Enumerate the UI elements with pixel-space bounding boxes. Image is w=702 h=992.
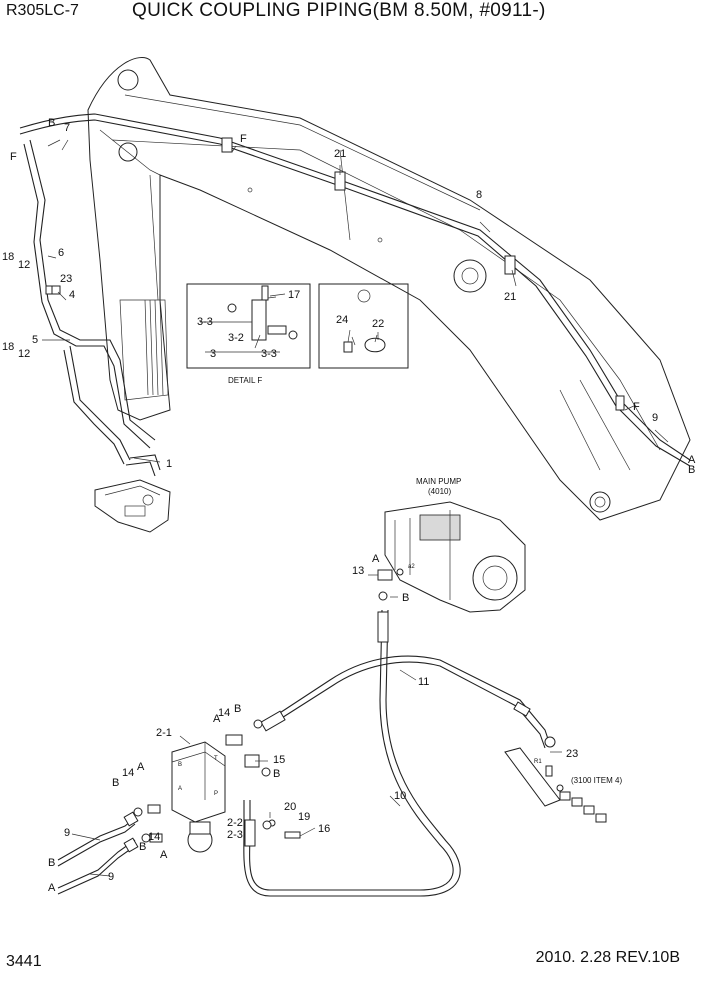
valve-assembly [57, 719, 301, 895]
callout-12: 12 [18, 259, 30, 271]
callout-8: 8 [476, 189, 482, 201]
callout-19: 19 [298, 811, 310, 823]
callout-2-3: 2-3 [227, 829, 243, 841]
callout-letter-B: B [234, 703, 241, 715]
piping-diagram: B 7 F F 21 8 6 18 12 23 4 21 5 18 12 F 9… [2, 57, 696, 897]
callout-14: 14 [148, 831, 160, 843]
callout-14: 14 [218, 707, 230, 719]
clamp-detail-box [318, 283, 409, 369]
valve-port-P: P [214, 791, 218, 797]
callout-22: 22 [372, 318, 384, 330]
quick-coupler [94, 454, 171, 533]
callout-17: 17 [288, 289, 300, 301]
callout-6: 6 [58, 247, 64, 259]
callout-letter-F: F [10, 151, 17, 163]
callout-15: 15 [273, 754, 285, 766]
callout-letter-A: A [213, 713, 221, 725]
boom-pipes [19, 113, 691, 467]
callout-letter-B: B [688, 464, 695, 476]
callout-20: 20 [284, 801, 296, 813]
callout-7: 7 [64, 122, 70, 134]
leader-lines [42, 139, 669, 877]
callout-16: 16 [318, 823, 330, 835]
callout-3-2: 3-2 [228, 332, 244, 344]
callout-12: 12 [18, 348, 30, 360]
boom-arm-outline [87, 57, 691, 521]
callout-23: 23 [60, 273, 72, 285]
callout-18: 18 [2, 341, 14, 353]
callout-letter-A: A [372, 553, 380, 565]
callout-letter-B: B [48, 857, 55, 869]
callout-letter-A: A [137, 761, 145, 773]
callout-2-2: 2-2 [227, 817, 243, 829]
callout-letter-F: F [633, 401, 640, 413]
date-revision: 2010. 2.28 REV.10B [535, 949, 680, 966]
callout-21: 21 [334, 148, 346, 160]
callout-letter-B: B [48, 117, 55, 129]
pilot-block [504, 747, 607, 823]
callout-10: 10 [394, 790, 406, 802]
callout-13: 13 [352, 565, 364, 577]
reference-note: (3100 ITEM 4) [571, 776, 622, 785]
port-code-R1: R1 [534, 759, 542, 765]
valve-port-B: B [178, 762, 182, 768]
callout-3: 3 [210, 348, 216, 360]
callout-1: 1 [166, 458, 172, 470]
callout-letter-A: A [48, 882, 56, 894]
callout-21: 21 [504, 291, 516, 303]
callout-letter-A: A [688, 454, 696, 466]
main-pump-ref: (4010) [428, 487, 451, 496]
callout-9: 9 [64, 827, 70, 839]
callout-14: 14 [122, 767, 134, 779]
page-title: QUICK COUPLING PIPING(BM 8.50M, #0911-) [132, 0, 546, 21]
callout-3-3: 3-3 [261, 348, 277, 360]
callout-4: 4 [69, 289, 75, 301]
callout-letter-B: B [273, 768, 280, 780]
callout-letter-F: F [240, 133, 247, 145]
callout-23: 23 [566, 748, 578, 760]
page-number: 3441 [6, 953, 42, 970]
callout-letter-A: A [160, 849, 168, 861]
main-pump-label: MAIN PUMP [416, 477, 461, 486]
callout-labels: B 7 F F 21 8 6 18 12 23 4 21 5 18 12 F 9… [2, 117, 696, 894]
callout-11: 11 [418, 676, 429, 688]
callout-2-1: 2-1 [156, 727, 172, 739]
callout-18: 18 [2, 251, 14, 263]
callout-9: 9 [108, 871, 114, 883]
detail-label: DETAIL F [228, 376, 262, 385]
callout-letter-B: B [402, 592, 409, 604]
valve-port-T: T [214, 756, 218, 762]
callout-letter-B: B [139, 841, 146, 853]
model-code: R305LC-7 [6, 2, 79, 19]
hoses-10-11 [243, 609, 556, 897]
main-pump [377, 501, 526, 613]
callout-letter-B: B [112, 777, 119, 789]
detail-f-box [186, 283, 311, 369]
callout-5: 5 [32, 334, 38, 346]
pump-port-label: a2 [408, 564, 415, 570]
callout-24: 24 [336, 314, 348, 326]
callout-9: 9 [652, 412, 658, 424]
callout-3-3: 3-3 [197, 316, 213, 328]
valve-port-A: A [178, 786, 182, 792]
